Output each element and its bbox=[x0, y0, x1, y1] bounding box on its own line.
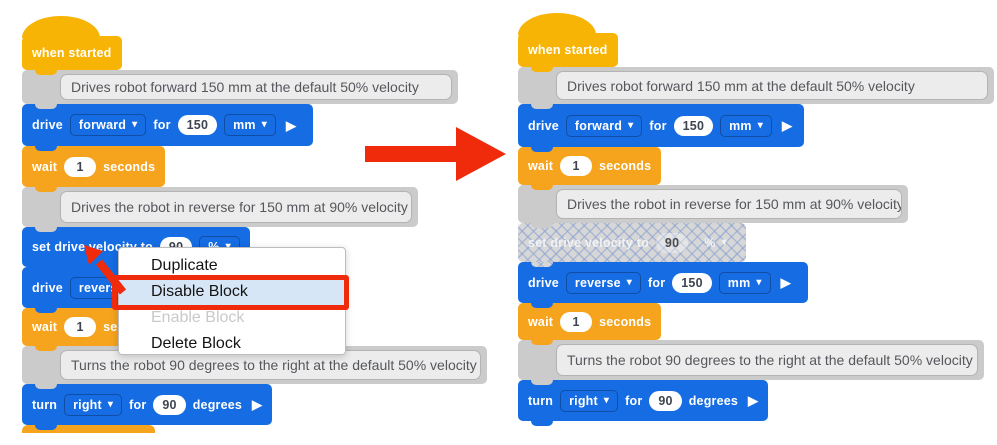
unit-dropdown[interactable]: mm ▾ bbox=[720, 114, 772, 137]
dropdown-value: mm bbox=[727, 275, 751, 290]
dropdown-value: right bbox=[569, 393, 598, 408]
drive-forward-block[interactable]: drive forward ▾ for 150 mm ▾ ▶ bbox=[518, 104, 804, 152]
comment-text: Drives the robot in reverse for 150 mm a… bbox=[556, 189, 902, 219]
chevron-down-icon: ▾ bbox=[132, 119, 138, 130]
chevron-down-icon: ▾ bbox=[107, 398, 114, 410]
comment-text: Drives robot forward 150 mm at the defau… bbox=[556, 71, 988, 100]
chevron-down-icon: ▾ bbox=[626, 276, 633, 288]
chevron-down-icon: ▾ bbox=[721, 236, 727, 248]
direction-dropdown[interactable]: right ▾ bbox=[560, 389, 619, 412]
block-label: wait bbox=[32, 320, 58, 334]
direction-dropdown[interactable]: right ▾ bbox=[64, 393, 123, 416]
block-label: for bbox=[153, 118, 171, 132]
distance-input[interactable]: 150 bbox=[673, 115, 714, 136]
block-label: drive bbox=[528, 275, 559, 290]
angle-input[interactable]: 90 bbox=[649, 390, 682, 411]
comment-block[interactable]: Drives the robot in reverse for 150 mm a… bbox=[22, 187, 418, 232]
seconds-input[interactable]: 1 bbox=[560, 156, 593, 176]
comment-text: Drives the robot in reverse for 150 mm a… bbox=[60, 191, 412, 223]
hat-label: when started bbox=[32, 46, 112, 60]
block-label: for bbox=[649, 118, 667, 133]
block-label: degrees bbox=[192, 397, 243, 412]
run-arrow-icon: ▶ bbox=[780, 275, 791, 290]
menu-item-disable-block[interactable]: Disable Block bbox=[119, 279, 345, 305]
chevron-down-icon: ▾ bbox=[757, 119, 763, 131]
block-context-menu: Duplicate Disable Block Enable Block Del… bbox=[118, 247, 346, 355]
block-label: seconds bbox=[103, 159, 156, 174]
comment-block[interactable]: Drives robot forward 150 mm at the defau… bbox=[518, 67, 994, 109]
menu-item-delete-block[interactable]: Delete Block bbox=[151, 335, 241, 352]
block-label: turn bbox=[528, 393, 554, 408]
turn-right-block[interactable]: turn right ▾ for 90 degrees ▶ bbox=[518, 380, 769, 426]
drive-reverse-block[interactable]: drive reverse ▾ for 150 mm ▾ ▶ bbox=[518, 262, 808, 308]
chevron-down-icon: ▾ bbox=[628, 119, 634, 131]
block-label: for bbox=[648, 275, 666, 290]
block-label: seconds bbox=[599, 314, 652, 329]
chevron-down-icon: ▾ bbox=[261, 119, 267, 130]
block-label: set drive velocity to bbox=[528, 235, 649, 250]
block-label: seconds bbox=[599, 159, 652, 173]
direction-dropdown[interactable]: reverse ▾ bbox=[565, 271, 642, 294]
comment-text: Turns the robot 90 degrees to the right … bbox=[556, 344, 978, 376]
comment-text: Drives robot forward 150 mm at the defau… bbox=[60, 74, 452, 100]
block-label: turn bbox=[32, 397, 58, 412]
unit-dropdown[interactable]: mm ▾ bbox=[718, 271, 771, 294]
run-arrow-icon: ▶ bbox=[252, 397, 263, 412]
block-label: wait bbox=[32, 159, 58, 174]
distance-input[interactable]: 150 bbox=[672, 272, 712, 293]
run-arrow-icon: ▶ bbox=[781, 118, 793, 133]
chevron-down-icon: ▾ bbox=[756, 276, 762, 288]
when-started-hat-block[interactable]: when started bbox=[518, 13, 618, 72]
wait-block[interactable]: wait 1 seconds bbox=[22, 146, 166, 192]
distance-input[interactable]: 150 bbox=[177, 115, 218, 135]
before-after-arrow-icon bbox=[365, 127, 506, 181]
seconds-input[interactable]: 1 bbox=[560, 311, 593, 332]
seconds-input[interactable]: 1 bbox=[64, 156, 97, 177]
wait-block[interactable]: wait 1 seconds bbox=[518, 147, 662, 190]
dropdown-value: % bbox=[704, 235, 716, 250]
drive-forward-block[interactable]: drive forward ▾ for 150 mm ▾ ▶ bbox=[22, 104, 313, 151]
when-started-hat-block[interactable]: when started bbox=[22, 16, 122, 75]
dropdown-value: forward bbox=[78, 118, 127, 132]
block-label: drive bbox=[528, 118, 559, 133]
block-label: drive bbox=[32, 118, 63, 132]
run-arrow-icon: ▶ bbox=[285, 117, 297, 133]
block-label: wait bbox=[528, 314, 554, 329]
direction-dropdown[interactable]: forward ▾ bbox=[565, 114, 643, 137]
unit-dropdown[interactable]: mm ▾ bbox=[224, 114, 276, 136]
set-drive-velocity-block-disabled[interactable]: set drive velocity to 90 % ▾ bbox=[518, 223, 746, 267]
block-label: wait bbox=[528, 159, 554, 173]
comment-block[interactable]: Drives robot forward 150 mm at the defau… bbox=[22, 70, 458, 109]
comment-block[interactable]: Turns the robot 90 degrees to the right … bbox=[518, 340, 984, 385]
dropdown-value: right bbox=[73, 397, 102, 412]
red-highlight-box bbox=[112, 275, 349, 310]
unit-dropdown[interactable]: % ▾ bbox=[695, 232, 736, 254]
comment-block[interactable]: Drives the robot in reverse for 150 mm a… bbox=[518, 185, 908, 228]
dropdown-value: mm bbox=[729, 118, 752, 133]
seconds-input[interactable]: 1 bbox=[64, 317, 97, 337]
hat-label: when started bbox=[528, 43, 608, 57]
menu-item-duplicate[interactable]: Duplicate bbox=[151, 257, 218, 274]
dropdown-value: reverse bbox=[574, 275, 621, 290]
chevron-down-icon: ▾ bbox=[226, 242, 231, 252]
dropdown-value: forward bbox=[574, 118, 623, 133]
comment-text: Turns the robot 90 degrees to the right … bbox=[60, 350, 481, 380]
block-label: drive bbox=[32, 280, 63, 295]
chevron-down-icon: ▾ bbox=[603, 394, 610, 406]
dropdown-value: mm bbox=[233, 118, 256, 132]
next-wait-block-partial[interactable] bbox=[22, 425, 155, 433]
block-label: degrees bbox=[688, 393, 739, 408]
wait-block[interactable]: wait 1 seconds bbox=[518, 303, 662, 345]
direction-dropdown[interactable]: forward ▾ bbox=[69, 114, 147, 136]
turn-right-block[interactable]: turn right ▾ for 90 degrees ▶ bbox=[22, 384, 273, 430]
menu-item-enable-block: Enable Block bbox=[151, 309, 245, 326]
block-label: for bbox=[129, 397, 147, 412]
block-label: for bbox=[625, 393, 643, 408]
angle-input[interactable]: 90 bbox=[153, 394, 186, 415]
run-arrow-icon: ▶ bbox=[748, 393, 759, 408]
velocity-input[interactable]: 90 bbox=[655, 232, 689, 253]
